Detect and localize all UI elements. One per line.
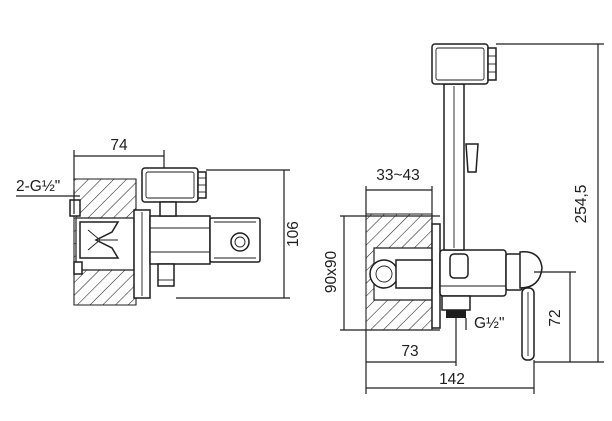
dimension-106: 106 [176,169,302,299]
hose-outlet [441,295,471,311]
side-view: 74 2-G½" 106 [16,137,302,306]
top-holder-block [431,43,489,85]
dimension-74: 74 [73,137,165,180]
connector-neck [395,259,433,289]
holder-stem-side [159,201,177,217]
dimension-connection: 2-G½" [16,178,80,214]
cartridge-cone [87,229,118,251]
lever-handle-front [519,251,543,289]
dimension-outlet-depth: 73 [365,330,456,394]
handle-cap-side [230,232,250,252]
dimension-plate: 90x90 [323,215,440,331]
dim-label-outlet-depth: 73 [401,343,418,360]
dim-label-106: 106 [285,221,302,247]
dim-label-74: 74 [110,137,128,154]
front-view: 33~43 90x90 254,5 72 G½" [323,43,604,394]
dim-label-total-depth: 142 [439,371,465,388]
dimension-total-depth: 142 [366,360,535,394]
dim-label-hose-thread: G½" [474,315,505,332]
dimension-total-height: 254,5 [496,43,604,363]
shower-holder-side [141,167,199,203]
dim-label-wall-depth: 33~43 [376,167,420,184]
hose-thread [446,310,466,318]
round-connector [369,259,399,289]
dim-label-connection: 2-G½" [16,178,60,195]
dim-label-plate: 90x90 [323,251,340,294]
rail-hook [465,143,479,173]
dimension-outlet-height: 72 [534,271,576,362]
wall-plate-front [431,223,441,329]
valve-window [449,253,469,279]
dim-label-outlet-height: 72 [547,309,564,326]
upper-inlet-stub [69,199,81,217]
bottom-outlet-side [157,263,175,287]
dimension-wall-depth: 33~43 [365,167,433,224]
valve-body-side [149,215,211,265]
dimension-hose-thread: G½" [455,315,505,366]
dim-label-total-height: 254,5 [573,185,590,224]
lower-inlet [73,261,83,275]
